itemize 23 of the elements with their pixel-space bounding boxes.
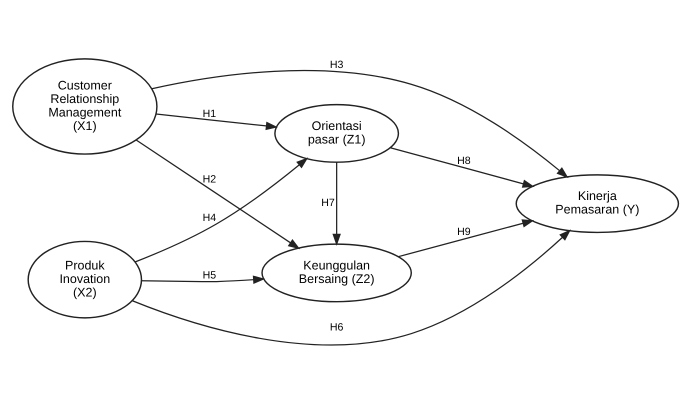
arrow — [132, 228, 571, 345]
arrow — [390, 146, 535, 188]
edge-label: H2 — [202, 172, 216, 185]
arrow — [332, 162, 341, 246]
edge-label: H1 — [202, 107, 216, 120]
edge-label: H3 — [330, 58, 344, 70]
edge-label: H4 — [202, 211, 216, 224]
arrow — [152, 69, 568, 178]
arrow — [136, 139, 300, 249]
node-ellipse: Orientasi pasar (Z1) — [274, 103, 400, 162]
edge-label: H9 — [457, 226, 471, 238]
node-ellipse: Keunggulan Bersaing (Z2) — [261, 242, 412, 302]
arrow — [141, 274, 266, 284]
edge-label: H8 — [457, 154, 471, 167]
arrow — [134, 156, 308, 262]
edge-label: H6 — [330, 320, 344, 333]
arrow — [156, 112, 278, 130]
node-ellipse: Kinerja Pemasaran (Y) — [516, 174, 680, 233]
node-ellipse: Customer Relationship Management (X1) — [12, 58, 158, 154]
node-ellipse: Produk Inovation (X2) — [27, 240, 142, 318]
arrow — [398, 218, 534, 257]
edge-label: H7 — [321, 196, 335, 208]
edge-label: H5 — [202, 269, 216, 282]
